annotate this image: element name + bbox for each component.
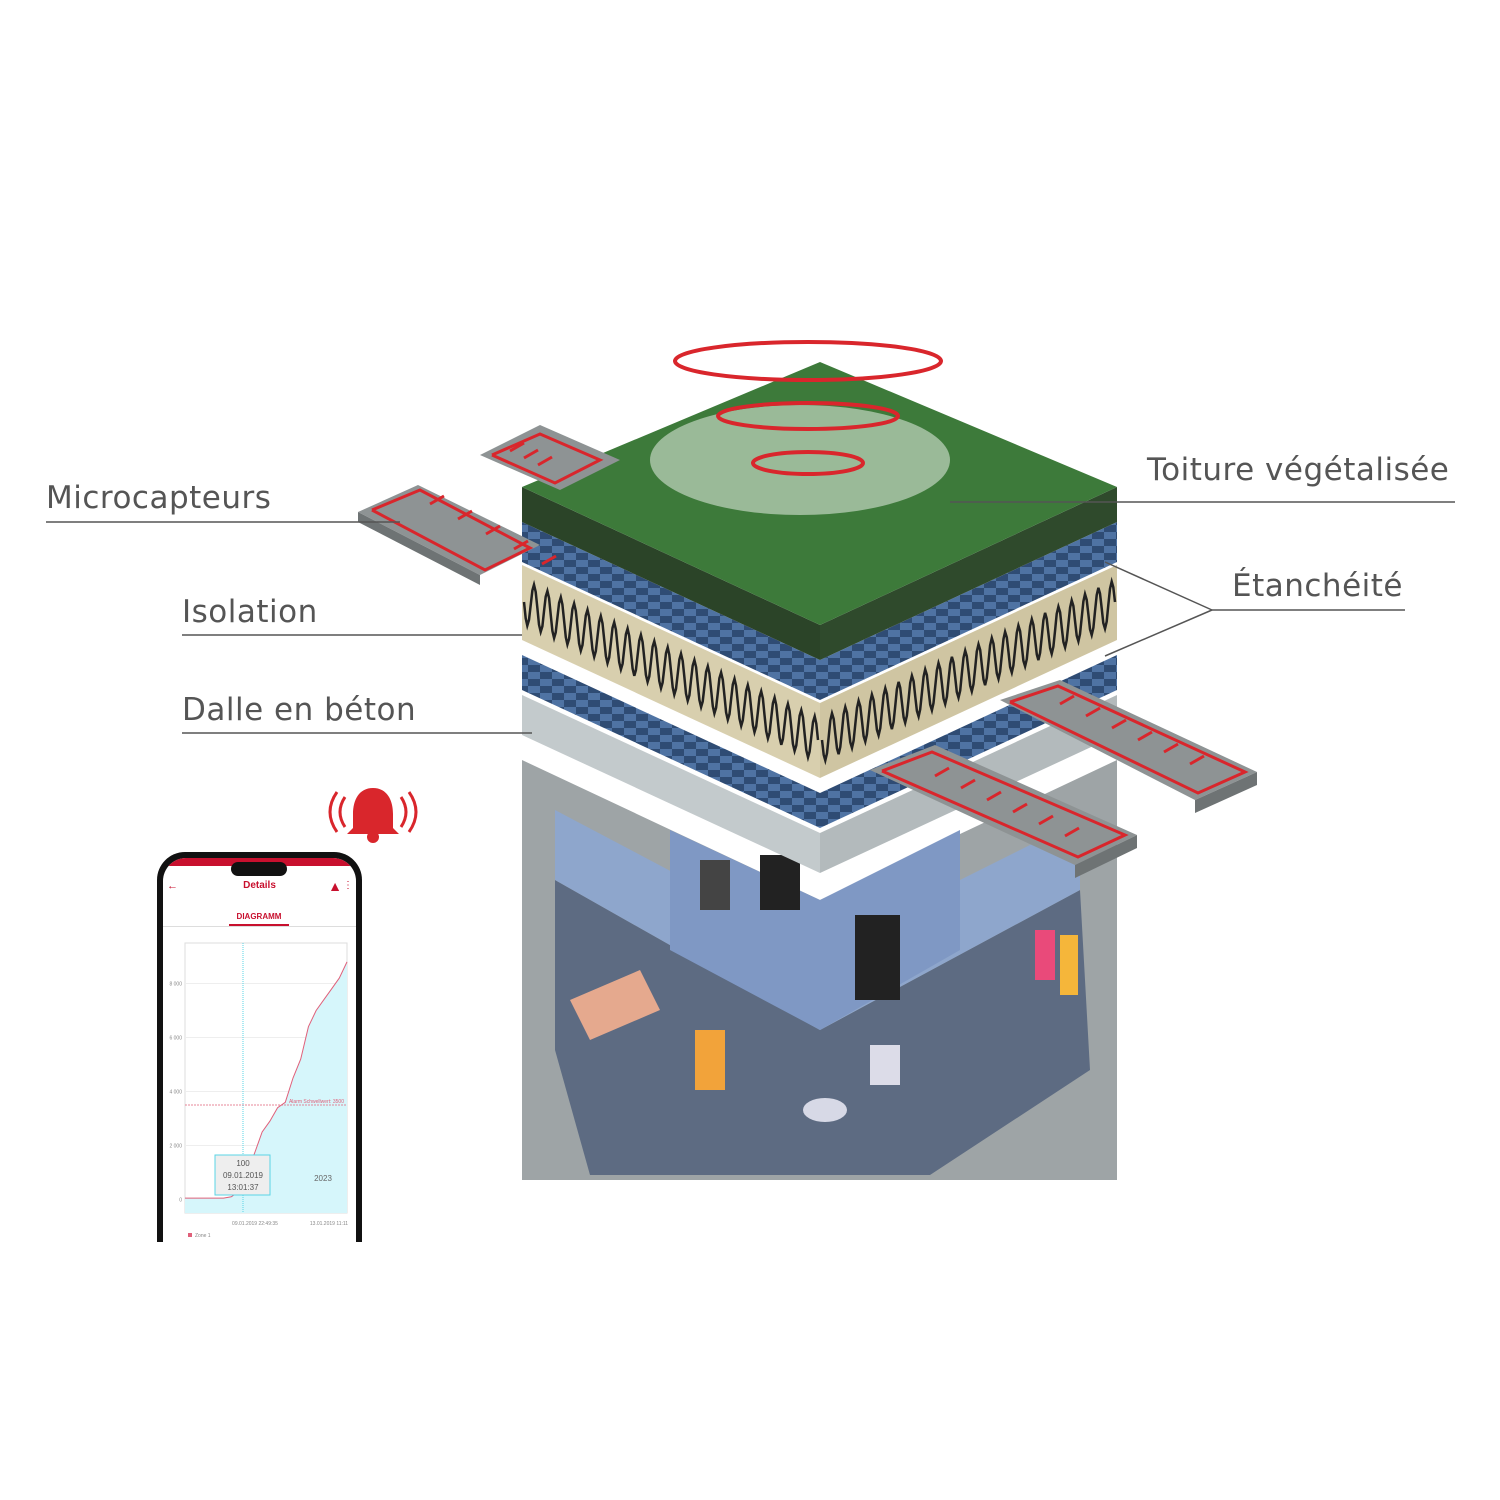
screen-title: Details xyxy=(243,880,276,891)
x-tick-label: 13.01.2019 11:11 xyxy=(310,1221,348,1227)
tooltip-box xyxy=(214,1154,271,1196)
sensor-mark xyxy=(523,448,539,460)
waterproofing-upper-right-face xyxy=(820,522,1117,700)
vegetation-texture xyxy=(650,405,950,515)
sensor-mark xyxy=(1059,694,1075,706)
y-tick-label: 0 xyxy=(179,1198,182,1204)
sensor-mark xyxy=(986,790,1002,802)
label-microcapteurs: Microcapteurs xyxy=(46,480,272,516)
tab-diagramm[interactable]: DIAGRAMM xyxy=(229,912,289,926)
sensor-mark xyxy=(934,766,950,778)
microsensor-strips xyxy=(358,425,1257,878)
more-vertical-icon[interactable]: ⋮ xyxy=(343,880,353,891)
label-toiture-vegetalisee: Toiture végétalisée xyxy=(1147,452,1450,488)
legend-label: Zone 1 xyxy=(195,1233,211,1239)
signal-rings xyxy=(673,340,943,476)
series-line-zone-1 xyxy=(185,961,348,1199)
sensor-mark xyxy=(1012,802,1028,814)
sensor-mark xyxy=(1137,730,1153,742)
sensor-mark xyxy=(960,778,976,790)
sensor-mark xyxy=(1111,718,1127,730)
tooltip-time: 13:01:37 xyxy=(227,1183,259,1192)
sensor-mark xyxy=(1038,814,1054,826)
phone-screen: ← Details ▲ ⋮ DIAGRAMM 0 2 000 4 000 6 000 8… xyxy=(163,858,356,1242)
insulation-wave xyxy=(820,576,1117,766)
insulation-layer xyxy=(522,565,1117,778)
annotation-label: 2023 xyxy=(314,1174,332,1183)
area-fill xyxy=(185,961,347,1213)
x-tick-label: 09.01.2019 22:49:35 xyxy=(232,1221,278,1227)
concrete-slab-left-face xyxy=(522,695,820,873)
smartphone: ← Details ▲ ⋮ DIAGRAMM 0 2 000 4 000 6 000 8… xyxy=(157,852,362,1242)
sensor-mark xyxy=(1163,742,1179,754)
leader-lines xyxy=(46,501,1455,734)
green-roof xyxy=(522,362,1117,660)
insulation-wave xyxy=(522,579,820,763)
green-roof-left-face xyxy=(522,487,820,660)
sensor-mark xyxy=(1064,826,1080,838)
sensor-mark xyxy=(1189,754,1205,766)
sensor-mark xyxy=(541,554,557,566)
phone-notch xyxy=(231,862,287,876)
warning-triangle-icon[interactable]: ▲ xyxy=(328,878,342,894)
sensor-mark xyxy=(537,455,553,467)
y-tick-label: 6 000 xyxy=(169,1036,182,1042)
label-isolation: Isolation xyxy=(182,594,318,630)
green-roof-right-face xyxy=(820,487,1117,660)
sensor-mark xyxy=(509,441,525,453)
label-etancheite: Étanchéité xyxy=(1232,568,1403,604)
sensor-mark xyxy=(513,539,529,551)
y-tick-label: 4 000 xyxy=(169,1090,182,1096)
sensor-mark xyxy=(429,494,445,506)
waterproofing-upper-left-face xyxy=(522,522,820,700)
tooltip-value: 100 xyxy=(236,1159,250,1168)
sensor-mark xyxy=(485,524,501,536)
building-interior xyxy=(522,760,1117,1180)
threshold-label: Alarm Schwellwert: 3500 xyxy=(289,1099,344,1105)
tooltip-date: 09.01.2019 xyxy=(223,1171,264,1180)
waterproofing-upper xyxy=(522,522,1117,700)
arrow-left-icon[interactable]: ← xyxy=(167,880,178,892)
y-tick-label: 2 000 xyxy=(169,1144,182,1150)
y-tick-label: 8 000 xyxy=(169,982,182,988)
label-dalle-beton: Dalle en béton xyxy=(182,692,417,728)
sensor-mark xyxy=(457,509,473,521)
waterproofing-lower-left-face xyxy=(522,655,820,828)
bell-ringing-icon xyxy=(328,788,418,843)
legend-swatch xyxy=(188,1233,192,1237)
divider xyxy=(163,926,356,927)
sensor-mark xyxy=(1085,706,1101,718)
